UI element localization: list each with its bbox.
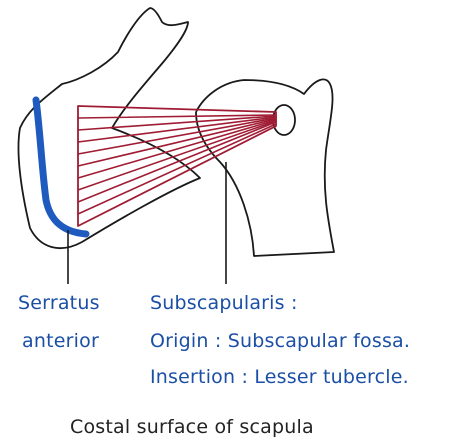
diagram-caption: Costal surface of scapula bbox=[70, 416, 314, 438]
subscapularis-muscle bbox=[78, 106, 276, 226]
subscapularis-title: Subscapularis : bbox=[150, 292, 298, 314]
serratus-label-line2: anterior bbox=[22, 330, 99, 352]
subscapularis-origin: Origin : Subscapular fossa. bbox=[150, 330, 410, 352]
humerus-outline bbox=[196, 79, 334, 256]
serratus-label-line1: Serratus bbox=[18, 292, 100, 314]
subscapularis-insertion: Insertion : Lesser tubercle. bbox=[150, 366, 409, 388]
subscapularis-fibers bbox=[78, 115, 276, 214]
